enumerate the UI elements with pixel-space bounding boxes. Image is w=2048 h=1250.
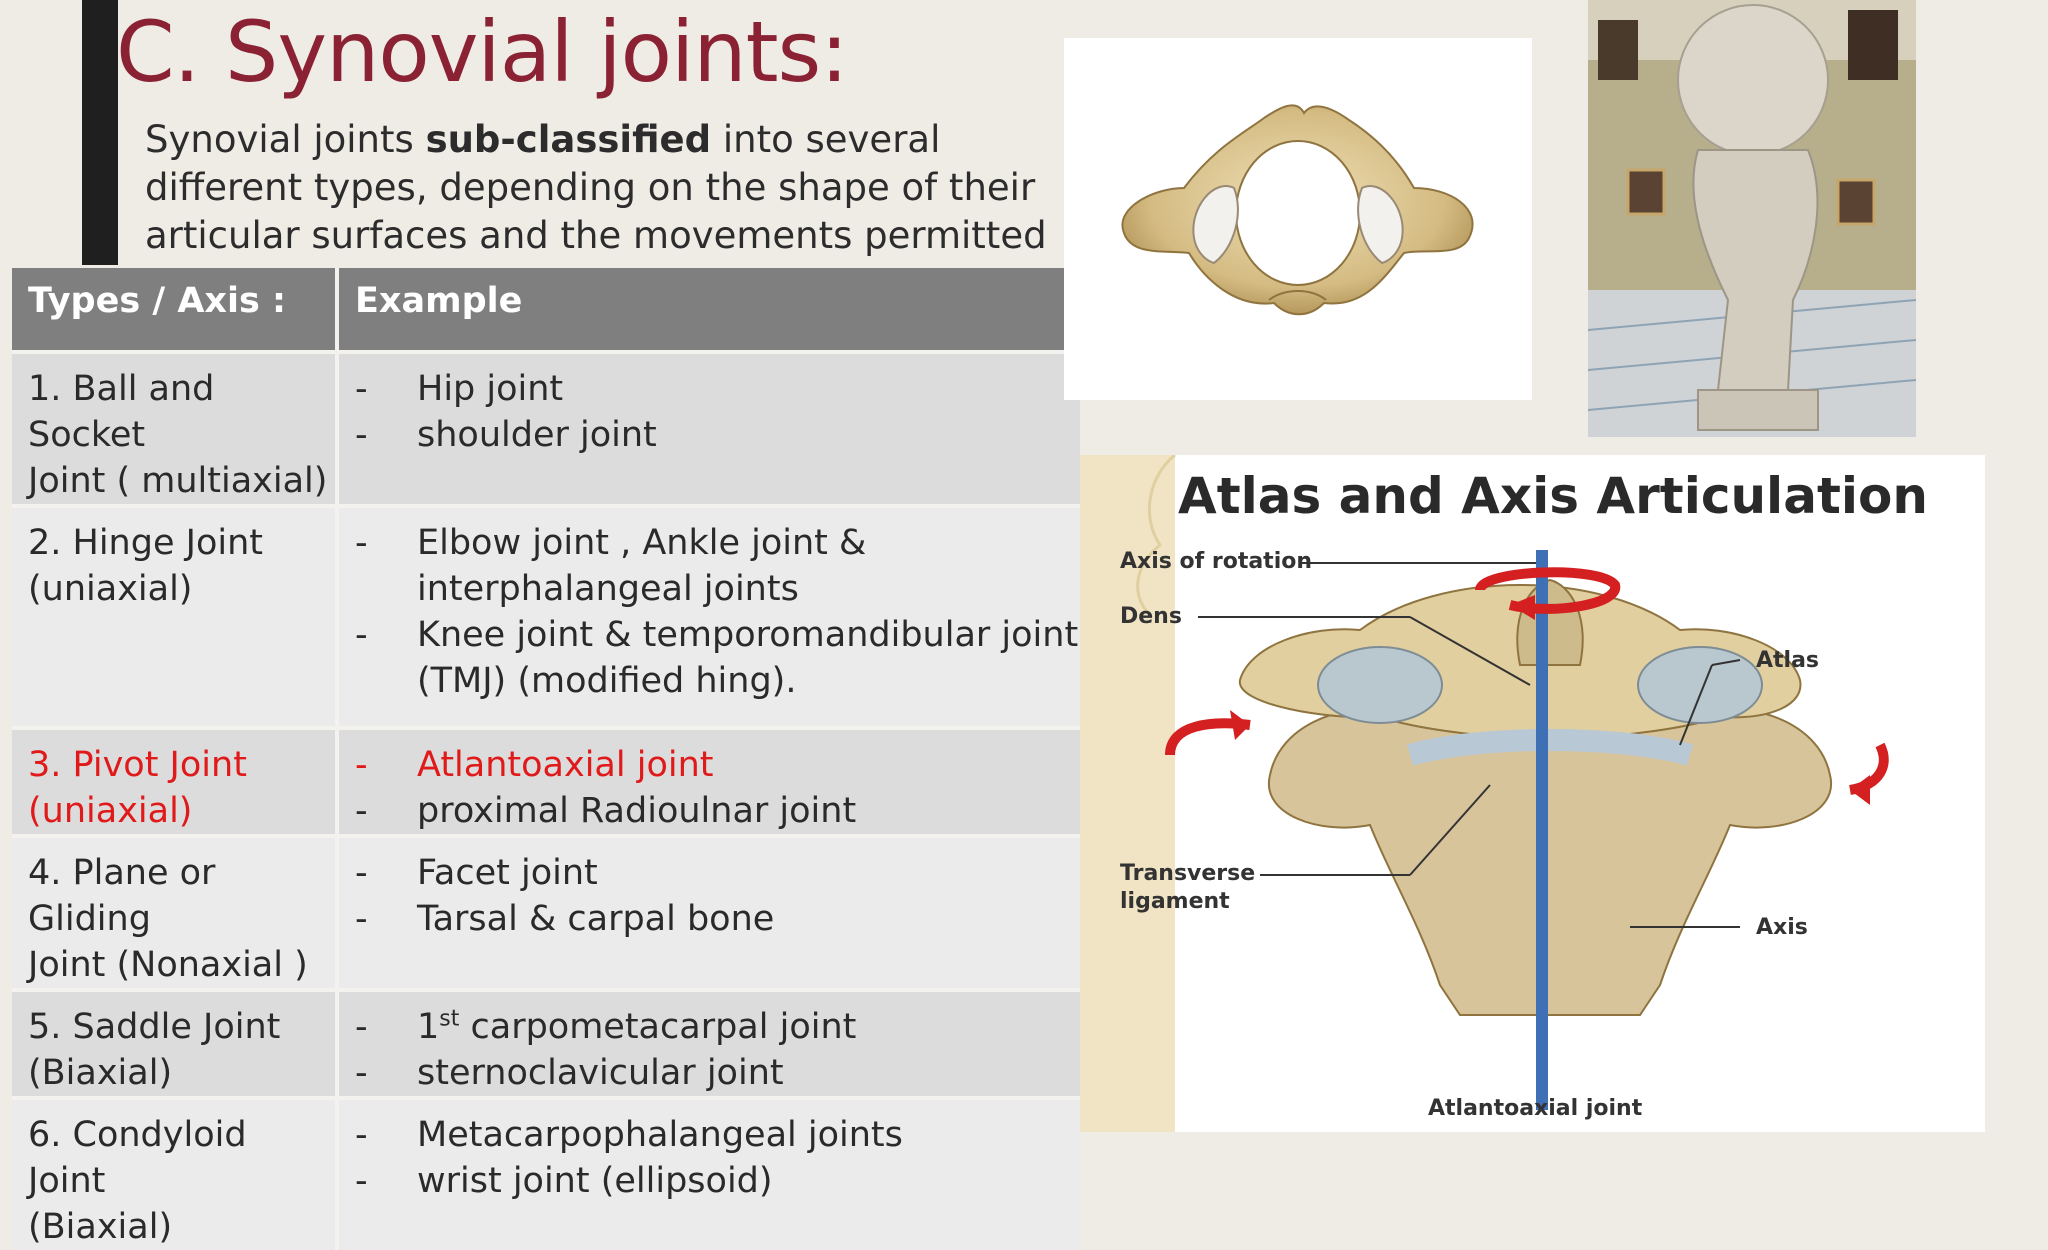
- example-cell: - Atlantoaxial joint - proximal Radioulnar…: [339, 726, 1080, 834]
- example-text: shoulder joint: [417, 415, 657, 455]
- table-row: 2. Hinge Joint (uniaxial) - Elbow joint ,…: [12, 504, 1080, 726]
- vertebra-drawing: [1121, 104, 1474, 316]
- table-row: 6. Condyloid Joint (Biaxial) - Metacarpop…: [12, 1096, 1080, 1250]
- example-cell: - Metacarpophalangeal joints - wrist joint…: [339, 1096, 1080, 1250]
- example-item: - wrist joint (ellipsoid): [355, 1158, 1080, 1204]
- example-item: - Metacarpophalangeal joints: [355, 1112, 1080, 1158]
- type-line: 2. Hinge Joint: [28, 523, 263, 563]
- header-types-axis: Types / Axis :: [12, 268, 339, 350]
- example-text: carpometacarpal joint: [459, 1007, 857, 1047]
- example-text: proximal Radioulnar joint: [417, 791, 857, 831]
- label-atlantoaxial-joint: Atlantoaxial joint: [1428, 1096, 1643, 1121]
- type-line: Joint (Nonaxial ): [28, 945, 308, 985]
- table-row: 5. Saddle Joint (Biaxial) - 1st carpometa…: [12, 988, 1080, 1096]
- dash-bullet: -: [355, 853, 368, 893]
- intro-text-start: Synovial joints: [145, 118, 426, 161]
- type-line: (uniaxial): [28, 569, 193, 609]
- example-text: Atlantoaxial joint: [417, 745, 714, 785]
- example-number: 1: [417, 1007, 440, 1047]
- example-item: - Elbow joint , Ankle joint & interphalang…: [355, 520, 1080, 612]
- dash-bullet: -: [355, 369, 368, 409]
- example-item: - shoulder joint: [355, 412, 1080, 458]
- dash-bullet: -: [355, 1053, 368, 1093]
- example-item: - Knee joint & temporomandibular joint (TM…: [355, 612, 1080, 704]
- example-cell: - Hip joint - shoulder joint: [339, 350, 1080, 504]
- example-item: - sternoclavicular joint: [355, 1050, 1080, 1096]
- dash-bullet: -: [355, 791, 368, 831]
- intro-text-bold: sub-classified: [425, 118, 712, 161]
- example-text: wrist joint (ellipsoid): [417, 1161, 773, 1201]
- intro-paragraph: Synovial joints sub-classified into seve…: [145, 116, 1065, 308]
- table-row: 1. Ball and Socket Joint ( multiaxial) -…: [12, 350, 1080, 504]
- vertebra-illustration: [1064, 38, 1532, 400]
- type-line: (uniaxial): [28, 791, 193, 831]
- statue-drawing: [1588, 0, 1916, 437]
- example-item: - Atlantoaxial joint: [355, 742, 1080, 788]
- example-item: - Hip joint: [355, 366, 1080, 412]
- example-text: interphalangeal joints: [417, 569, 799, 609]
- dash-bullet: -: [355, 1115, 368, 1155]
- example-item: - proximal Radioulnar joint: [355, 788, 1080, 834]
- example-text: Facet joint: [417, 853, 598, 893]
- type-line: (Biaxial): [28, 1053, 173, 1093]
- example-text: Hip joint: [417, 369, 564, 409]
- dash-bullet: -: [355, 415, 368, 455]
- type-line: 6. Condyloid Joint: [28, 1115, 247, 1201]
- atlas-axis-diagram: Atlas and Axis Articulation Axis of rota…: [1080, 455, 1985, 1132]
- dash-bullet: -: [355, 523, 368, 563]
- example-text: Elbow joint , Ankle joint &: [417, 523, 867, 563]
- dash-bullet: -: [355, 615, 368, 655]
- type-cell: 4. Plane or Gliding Joint (Nonaxial ): [12, 834, 339, 988]
- type-line: 5. Saddle Joint: [28, 1007, 281, 1047]
- table-row: 4. Plane or Gliding Joint (Nonaxial ) - F…: [12, 834, 1080, 988]
- dash-bullet: -: [355, 745, 368, 785]
- example-text: Metacarpophalangeal joints: [417, 1115, 903, 1155]
- type-line: Joint ( multiaxial): [28, 461, 328, 501]
- label-ligament: ligament: [1120, 889, 1230, 914]
- example-text: Knee joint & temporomandibular joint: [417, 615, 1079, 655]
- statue-photo: [1588, 0, 1916, 437]
- example-cell: - Facet joint - Tarsal & carpal bone: [339, 834, 1080, 988]
- type-cell: 1. Ball and Socket Joint ( multiaxial): [12, 350, 339, 504]
- label-axis: Axis: [1756, 915, 1808, 940]
- type-cell: 2. Hinge Joint (uniaxial): [12, 504, 339, 726]
- type-line: 1. Ball and Socket: [28, 369, 215, 455]
- slide-title: C. Synovial joints:: [116, 3, 849, 101]
- header-example: Example: [339, 268, 1080, 350]
- example-item: - 1st carpometacarpal joint: [355, 1004, 1080, 1050]
- type-cell: 5. Saddle Joint (Biaxial): [12, 988, 339, 1096]
- example-text: sternoclavicular joint: [417, 1053, 784, 1093]
- type-line: 3. Pivot Joint: [28, 745, 247, 785]
- example-text: Tarsal & carpal bone: [417, 899, 775, 939]
- example-cell: - 1st carpometacarpal joint - sternoclavic…: [339, 988, 1080, 1096]
- dash-bullet: -: [355, 1161, 368, 1201]
- intro-text-end: into several different types, depending …: [145, 118, 1047, 305]
- ordinal-suffix: st: [439, 1006, 460, 1032]
- type-cell: 3. Pivot Joint (uniaxial): [12, 726, 339, 834]
- table-row: 3. Pivot Joint (uniaxial) - Atlantoaxial …: [12, 726, 1080, 834]
- label-dens: Dens: [1120, 604, 1182, 629]
- type-cell: 6. Condyloid Joint (Biaxial): [12, 1096, 339, 1250]
- joint-types-table: Types / Axis : Example 1. Ball and Socke…: [12, 268, 1080, 1250]
- label-axis-of-rotation: Axis of rotation: [1120, 549, 1313, 574]
- accent-bar-top: [82, 0, 118, 265]
- label-atlas: Atlas: [1756, 648, 1820, 673]
- type-line: (Biaxial): [28, 1207, 173, 1247]
- dash-bullet: -: [355, 1007, 368, 1047]
- atlas-axis-drawing: [1080, 455, 1889, 1132]
- label-transverse: Transverse: [1120, 861, 1256, 886]
- example-item: - Tarsal & carpal bone: [355, 896, 1080, 942]
- example-text: (TMJ) (modified hing).: [417, 661, 797, 701]
- example-cell: - Elbow joint , Ankle joint & interphalang…: [339, 504, 1080, 726]
- dash-bullet: -: [355, 899, 368, 939]
- figure-title: Atlas and Axis Articulation: [1178, 467, 1928, 525]
- example-item: - Facet joint: [355, 850, 1080, 896]
- table-header-row: Types / Axis : Example: [12, 268, 1080, 350]
- type-line: 4. Plane or Gliding: [28, 853, 216, 939]
